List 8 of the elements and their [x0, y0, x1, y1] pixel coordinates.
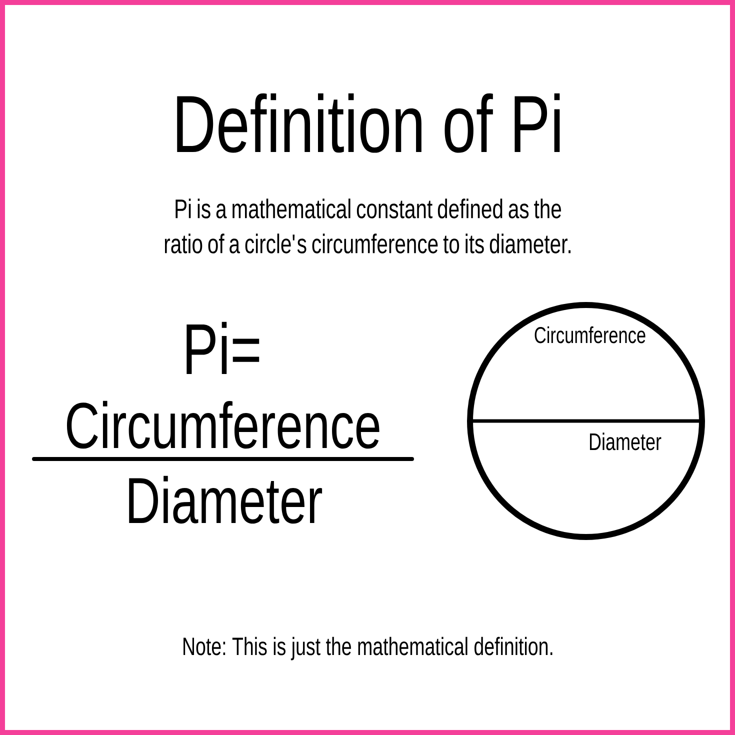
note-text: Note: This is just the mathematical definition.	[184, 636, 552, 660]
numerator-text: Circumference	[66, 400, 380, 449]
formula-text: Pi=	[186, 322, 260, 374]
circumference-label: Circumference	[534, 326, 646, 344]
denominator-text: Diameter	[129, 476, 322, 524]
title: Definition of Pi	[177, 93, 560, 153]
description-text: Pi is a mathematical constant defined as the ratio of a circle's circumference to its diameter.	[164, 198, 571, 254]
diameter-label: Diameter	[590, 432, 662, 450]
